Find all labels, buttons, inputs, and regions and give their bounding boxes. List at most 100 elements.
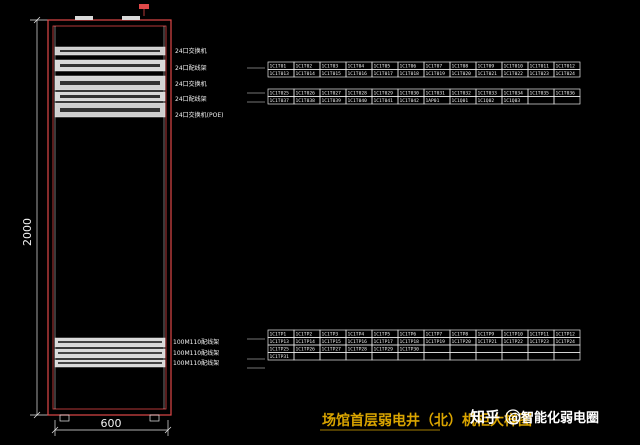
equipment-label: 24口配线架 (175, 64, 207, 72)
table-cell (553, 96, 581, 105)
port-label: 1C1TP13 (270, 339, 290, 345)
port-label: 1C1T042 (400, 98, 420, 104)
upper-labels: 24口交换机 24口配线架 24口交换机 24口配线架 24口交换机(POE) (175, 47, 223, 119)
wechat-icon (505, 409, 521, 425)
port-label: 1C1TP14 (296, 339, 316, 345)
port-label: 1C1T037 (270, 98, 290, 104)
lower-equipment (54, 337, 166, 368)
port-label: 1C1TP24 (556, 339, 576, 345)
port-label: 1C1TP29 (374, 347, 394, 353)
cabinet-inner-frame (52, 25, 167, 410)
port-label: 1C1Q01 (452, 98, 469, 104)
port-label: 1C1T01 (270, 64, 287, 70)
table-cell (423, 344, 451, 353)
height-dimension (30, 16, 50, 419)
port-label: 1C1T07 (426, 64, 443, 70)
table-cell (501, 352, 529, 361)
port-label: 1C1TP11 (530, 332, 550, 338)
table-cell (371, 352, 399, 361)
table-cell (397, 352, 425, 361)
port-label: 1C1TP26 (296, 347, 316, 353)
port-label: 1C1TP6 (400, 332, 417, 338)
equipment-label: 100M110配线架 (173, 349, 219, 357)
port-label: 1C1TP9 (478, 332, 495, 338)
port-label: 1C1T027 (322, 91, 342, 97)
table-cell (527, 344, 555, 353)
port-label: 1C1T022 (504, 71, 524, 77)
port-label: 1C1T031 (426, 91, 446, 97)
port-label: 1AP01 (426, 98, 440, 104)
watermark-zhihu: 知乎 (470, 408, 500, 426)
port-label: 1C1Q02 (478, 98, 495, 104)
port-label: 1C1TP30 (400, 347, 420, 353)
port-label: 1C1T040 (348, 98, 368, 104)
port-label: 1C1T020 (452, 71, 472, 77)
port-label: 1C1Q03 (504, 98, 521, 104)
port-label: 1C1T015 (322, 71, 342, 77)
table-cell (501, 344, 529, 353)
table-cell (449, 352, 477, 361)
port-label: 1C1T017 (374, 71, 394, 77)
port-label: 1C1T03 (322, 64, 339, 70)
port-label: 1C1TP5 (374, 332, 391, 338)
equipment-label: 100M110配线架 (173, 359, 219, 367)
port-label: 1C1T024 (556, 71, 576, 77)
cable-entry-right (122, 16, 140, 20)
port-label: 1C1TP18 (400, 339, 420, 345)
port-label: 1C1T06 (400, 64, 417, 70)
port-label: 1C1T023 (530, 71, 550, 77)
port-label: 1C1TP7 (426, 332, 443, 338)
cabinet-outer-frame (47, 19, 172, 416)
port-label: 1C1TP1 (270, 332, 287, 338)
equipment-label: 24口配线架 (175, 95, 207, 103)
port-label: 1C1T011 (530, 64, 550, 70)
equipment-label: 100M110配线架 (173, 338, 219, 346)
table-cell (345, 352, 373, 361)
table-cell (527, 352, 555, 361)
port-label: 1C1T016 (348, 71, 368, 77)
watermark: 知乎 @智能化弱电圈 (470, 408, 599, 426)
table-cell (423, 352, 451, 361)
leader-lines (247, 67, 265, 369)
port-label: 1C1T029 (374, 91, 394, 97)
port-label: 1C1TP8 (452, 332, 469, 338)
port-label: 1C1TP15 (322, 339, 342, 345)
port-label: 1C1T02 (296, 64, 313, 70)
port-label: 1C1T04 (348, 64, 365, 70)
width-dimension-label: 600 (101, 417, 122, 430)
port-label: 1C1TP4 (348, 332, 365, 338)
port-label: 1C1TP23 (530, 339, 550, 345)
port-label: 1C1T033 (478, 91, 498, 97)
port-label: 1C1TP17 (374, 339, 394, 345)
width-dimension (51, 420, 172, 436)
cable-entry-left (75, 16, 93, 20)
port-label: 1C1T05 (374, 64, 391, 70)
port-label: 1C1TP20 (452, 339, 472, 345)
lower-labels: 100M110配线架 100M110配线架 100M110配线架 (173, 338, 219, 367)
port-label: 1C1T038 (296, 98, 316, 104)
port-label: 1C1TP16 (348, 339, 368, 345)
port-label: 1C1T035 (530, 91, 550, 97)
port-label: 1C1T018 (400, 71, 420, 77)
port-label: 1C1TP21 (478, 339, 498, 345)
port-label: 1C1T014 (296, 71, 316, 77)
port-label: 1C1T026 (296, 91, 316, 97)
table-cell (527, 96, 555, 105)
port-label: 1C1T034 (504, 91, 524, 97)
port-label: 1C1T09 (478, 64, 495, 70)
drawing-title: 场馆首层弱电井（北）机柜大样图 (322, 412, 532, 429)
table-cell (293, 352, 321, 361)
table-cell (475, 344, 503, 353)
port-label: 1C1TP12 (556, 332, 576, 338)
cable-entry-marker (139, 4, 149, 9)
port-label: 1C1T025 (270, 91, 290, 97)
table-cell (553, 352, 581, 361)
port-label: 1C1T030 (400, 91, 420, 97)
port-label: 1C1TP2 (296, 332, 313, 338)
port-label: 1C1TP25 (270, 347, 290, 353)
port-label: 1C1T028 (348, 91, 368, 97)
table-cell (475, 352, 503, 361)
